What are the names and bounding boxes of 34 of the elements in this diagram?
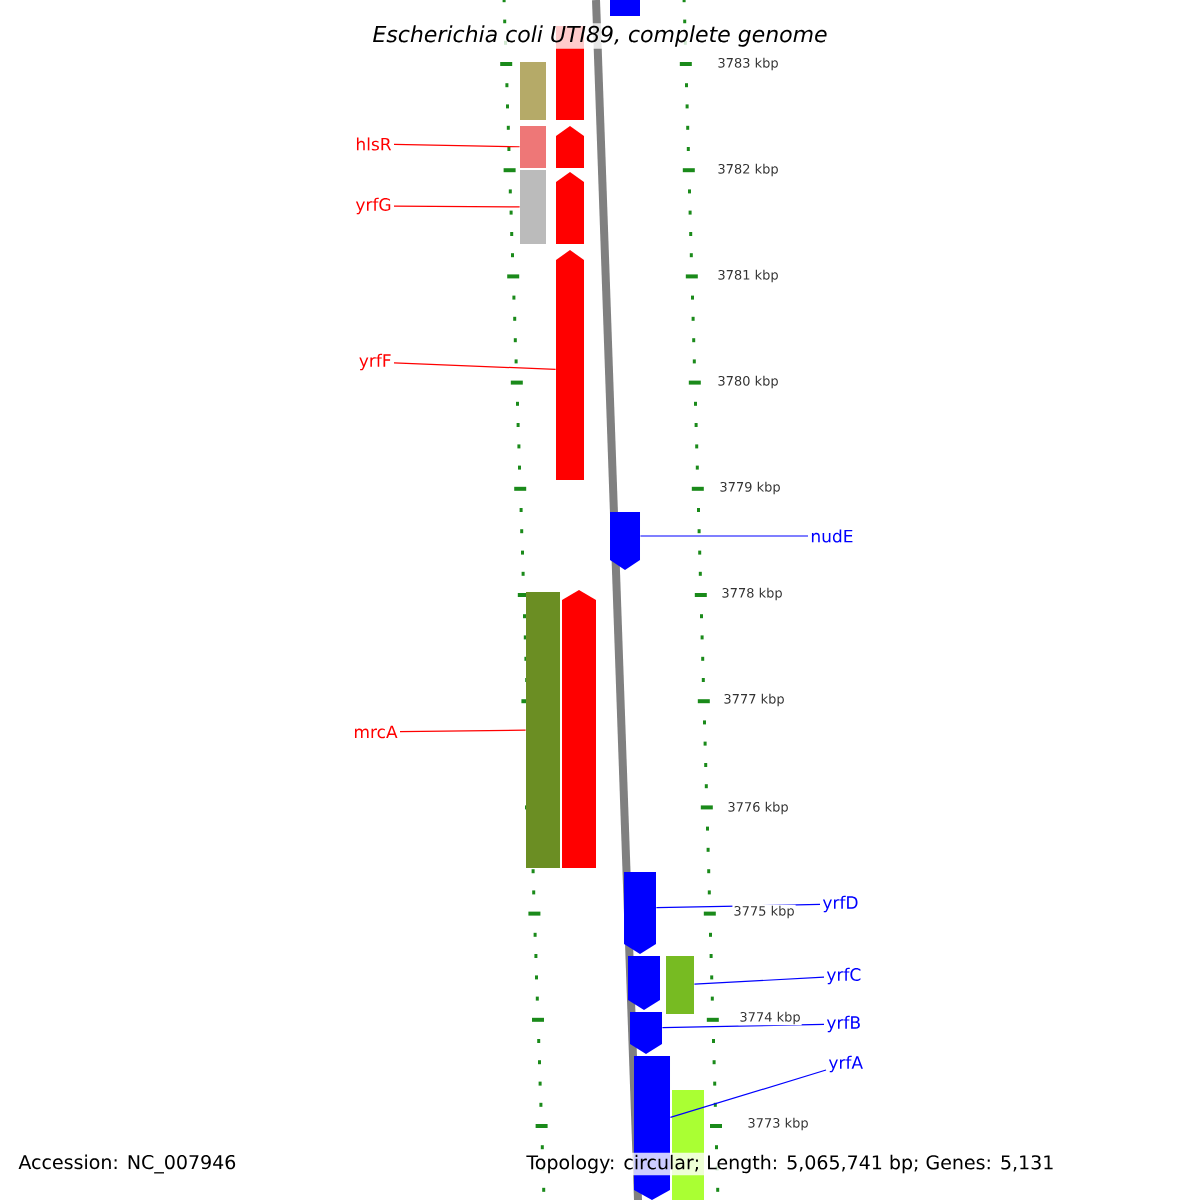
leader-line [661,1023,825,1029]
gene-label: yrfC [826,967,861,985]
gene-block [630,1012,662,1054]
gene-bar [666,956,694,1014]
leader-line [693,976,825,985]
gene-block [556,172,584,244]
gene-label: yrfF [359,353,391,371]
gene-bar [610,0,640,16]
gene-label: nudE [811,529,853,543]
gene-bar [526,592,560,868]
leader-line [399,729,527,733]
gene-bar [520,62,546,120]
leader-line [639,535,809,537]
gene-label: yrfB [826,1015,860,1033]
gene-label: yrfG [355,197,391,215]
leader-line [669,1069,827,1118]
gene-block [562,590,596,868]
gene-block [628,956,660,1010]
gene-block [556,126,584,168]
gene-label: hlsR [356,137,392,151]
leader-line [393,143,521,148]
gene-bar [520,126,546,168]
gene-block [610,512,640,570]
gene-label: yrfA [828,1055,863,1073]
gene-block [624,872,656,954]
gene-label: mrcA [355,725,398,739]
leader-line [393,362,557,371]
gene-label: yrfD [822,895,858,913]
footer-text: Accession: NC_007946 [16,1152,239,1176]
leader-line [393,205,521,208]
footer-text: Topology: circular; Length: 5,065,741 bp; Genes: 5,131 [524,1152,1057,1176]
title: Escherichia coli UTI89, complete genome [370,23,830,49]
gene-bar [520,170,546,244]
gene-block [556,250,584,480]
